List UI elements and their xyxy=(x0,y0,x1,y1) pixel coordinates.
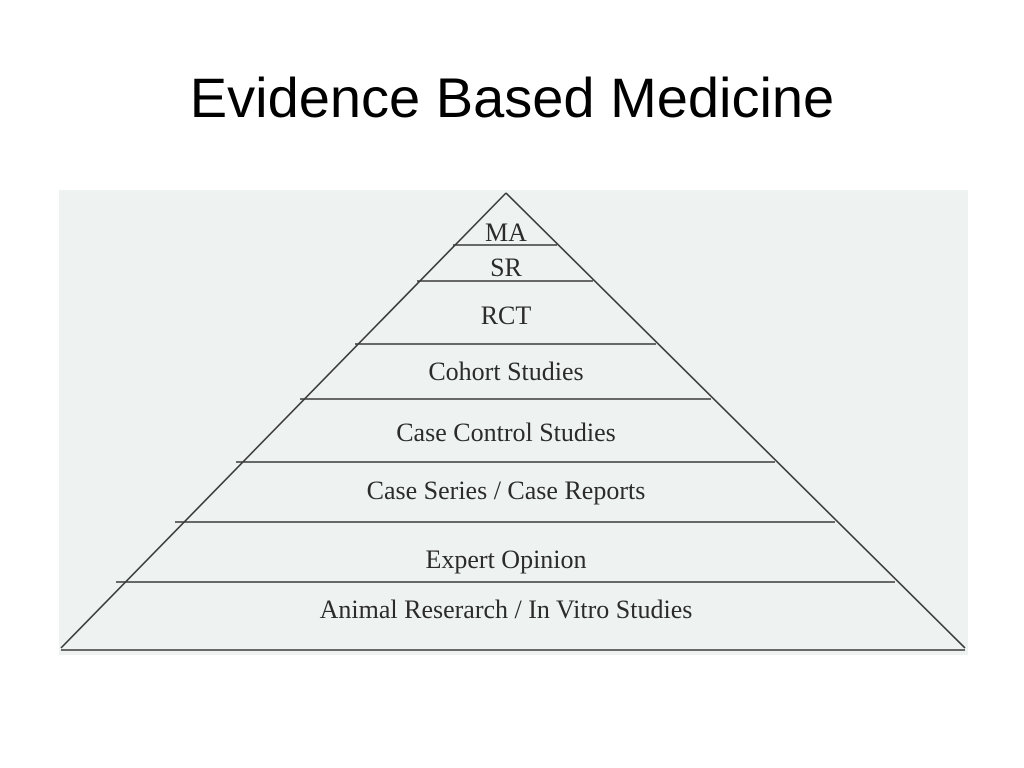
tier-label-expert-opinion: Expert Opinion xyxy=(425,545,586,574)
tier-label-case-control-studies: Case Control Studies xyxy=(396,418,616,447)
tier-label-ma: MA xyxy=(485,218,527,247)
evidence-pyramid-panel: MA SR RCT Cohort Studies Case Control St… xyxy=(59,190,968,655)
tier-label-animal-in-vitro: Animal Reserarch / In Vitro Studies xyxy=(320,595,693,624)
evidence-pyramid: MA SR RCT Cohort Studies Case Control St… xyxy=(60,192,966,651)
tier-label-sr: SR xyxy=(490,253,522,282)
pyramid-right-edge xyxy=(505,192,966,649)
pyramid-left-edge xyxy=(60,192,507,649)
tier-label-case-series-reports: Case Series / Case Reports xyxy=(367,476,646,505)
tier-label-cohort-studies: Cohort Studies xyxy=(428,357,583,386)
slide-title: Evidence Based Medicine xyxy=(189,66,835,129)
tier-label-rct: RCT xyxy=(481,301,532,330)
